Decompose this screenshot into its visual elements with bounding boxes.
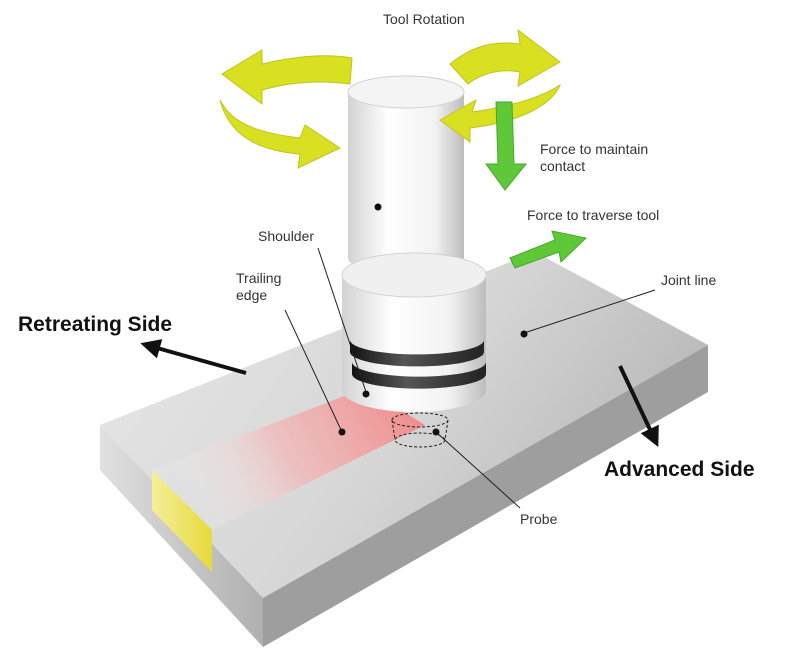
trailing-edge-label: Trailing edge [236,270,281,304]
leader-dots [338,203,528,436]
force-contact-label: Force to maintain contact [540,141,648,175]
joint-line-label: Joint line [661,272,717,288]
tool [341,75,487,412]
tool-shank-top [347,75,465,109]
leader-lines [284,247,656,509]
tool-shoulder-top [341,252,487,298]
plate-right-face [263,345,708,647]
advanced-side-label: Advanced Side [604,458,755,481]
retreating-side-arrow-icon [140,339,247,375]
trailing-edge-label-line1: Trailing [236,270,282,286]
force-contact-label-line2: contact [540,158,586,174]
tool-shank [348,92,464,274]
probe-label: Probe [520,511,558,527]
force-contact-arrow-icon [485,101,528,191]
retreating-side-label: Retreating Side [18,313,173,336]
tool-rotation-label: Tool Rotation [383,11,465,27]
workpiece-plate [100,252,708,647]
advanced-side-arrow-icon [618,365,659,448]
weld-zone [152,388,425,530]
force-contact-label-line1: Force to maintain [540,141,649,157]
trailing-edge-label-line2: edge [236,287,268,303]
yellow-weld-band [152,470,212,572]
shoulder-band-2 [352,362,486,389]
force-traverse-arrow-icon [509,230,588,269]
shoulder-band-1 [350,340,484,367]
force-traverse-label: Force to traverse tool [527,207,660,223]
shoulder-label: Shoulder [258,228,315,244]
